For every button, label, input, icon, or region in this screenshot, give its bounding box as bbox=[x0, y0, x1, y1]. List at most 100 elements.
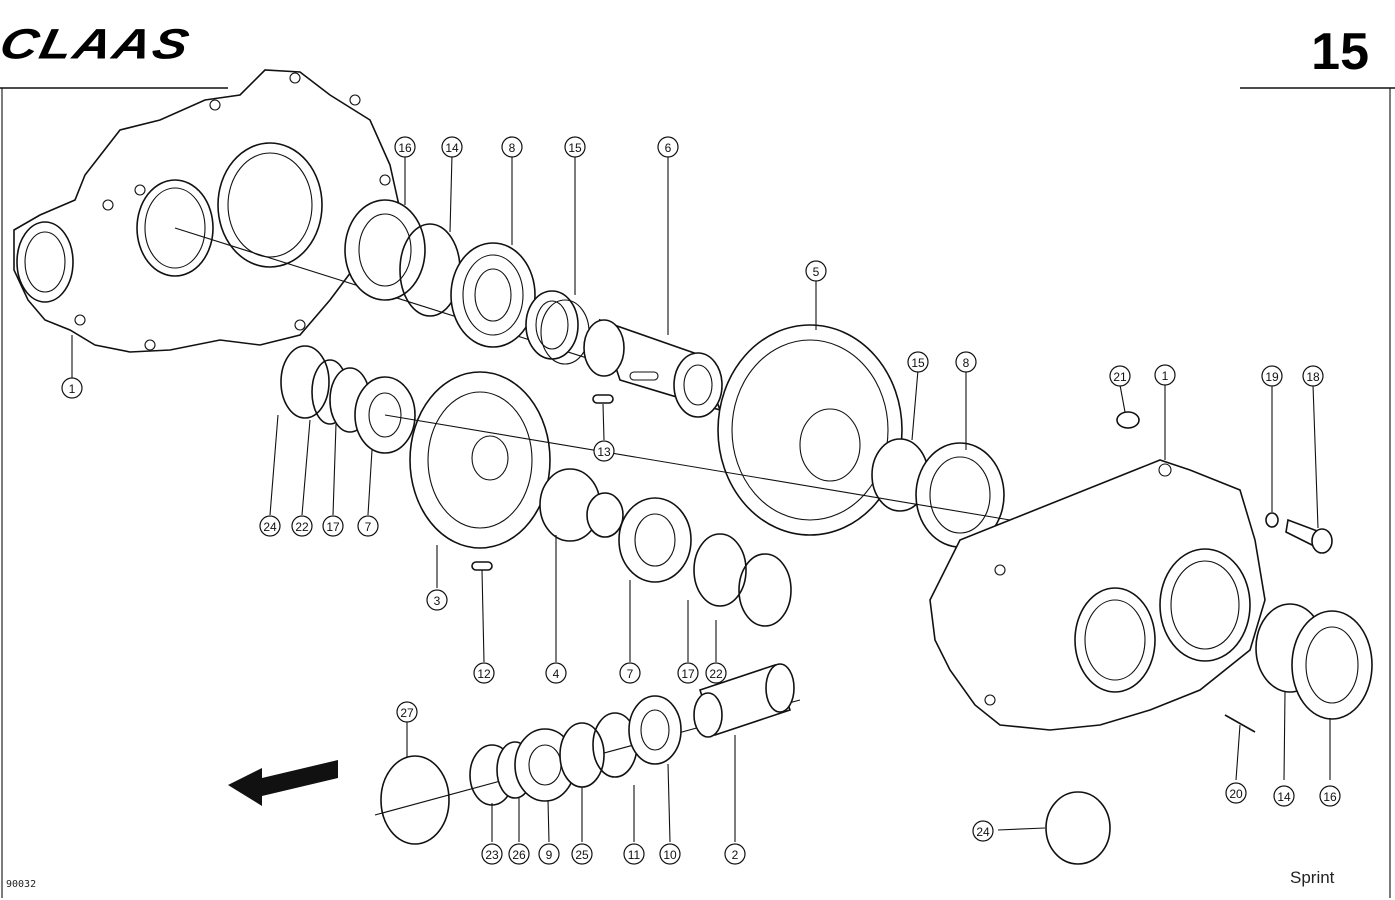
callout-bubble: 14 bbox=[441, 136, 463, 158]
part-24-cap-2 bbox=[1045, 791, 1111, 865]
callout-bubble: 2 bbox=[724, 843, 746, 865]
part-24-cap bbox=[280, 345, 330, 419]
callout-number: 8 bbox=[963, 356, 970, 370]
part-22-circlip-2 bbox=[738, 553, 792, 627]
part-21-plug bbox=[1116, 411, 1140, 429]
part-2-shaft bbox=[693, 663, 795, 738]
part-3-bevel-gear bbox=[409, 371, 551, 549]
callout-bubble: 11 bbox=[623, 843, 645, 865]
callout-bubble: 25 bbox=[571, 843, 593, 865]
callout-bubble: 14 bbox=[1273, 785, 1295, 807]
callout-number: 26 bbox=[512, 848, 526, 862]
callout-bubble: 1 bbox=[1154, 364, 1176, 386]
callout-bubble: 16 bbox=[1319, 785, 1341, 807]
callout-bubble: 24 bbox=[972, 820, 994, 842]
callout-number: 25 bbox=[575, 848, 589, 862]
axis-middle bbox=[384, 414, 1011, 521]
callout-number: 17 bbox=[681, 667, 695, 681]
callout-number: 21 bbox=[1113, 370, 1127, 384]
callout-bubble: 7 bbox=[619, 662, 641, 684]
drawing-id: 90032 bbox=[6, 879, 37, 890]
callout-bubble: 7 bbox=[357, 515, 379, 537]
callout-number: 10 bbox=[663, 848, 677, 862]
callout-number: 17 bbox=[326, 520, 340, 534]
callout-bubble: 8 bbox=[955, 351, 977, 373]
callout-number: 14 bbox=[445, 141, 459, 155]
callout-bubble: 18 bbox=[1302, 365, 1324, 387]
callout-number: 16 bbox=[398, 141, 412, 155]
callout-bubble: 12 bbox=[473, 662, 495, 684]
callout-number: 13 bbox=[597, 445, 611, 459]
part-8-bearing bbox=[450, 242, 536, 348]
callout-bubble: 3 bbox=[426, 589, 448, 611]
callout-number: 1 bbox=[69, 382, 76, 396]
callout-number: 7 bbox=[365, 520, 372, 534]
callout-number: 6 bbox=[665, 141, 672, 155]
callout-number: 8 bbox=[509, 141, 516, 155]
callout-number: 11 bbox=[628, 848, 641, 862]
callout-bubble: 22 bbox=[291, 515, 313, 537]
callout-bubble: 17 bbox=[322, 515, 344, 537]
part-18-bolt bbox=[1285, 518, 1333, 554]
callout-number: 19 bbox=[1265, 370, 1279, 384]
callout-number: 22 bbox=[709, 667, 723, 681]
callout-number: 16 bbox=[1323, 790, 1337, 804]
callout-bubble: 19 bbox=[1261, 365, 1283, 387]
callout-bubble: 15 bbox=[907, 351, 929, 373]
part-6-shaft bbox=[583, 318, 723, 418]
callout-number: 27 bbox=[400, 706, 414, 720]
callout-bubble: 4 bbox=[545, 662, 567, 684]
model-name: Sprint bbox=[1290, 868, 1335, 887]
part-13-key bbox=[592, 394, 614, 404]
callout-number: 20 bbox=[1229, 787, 1243, 801]
part-16-seal-right bbox=[1291, 610, 1373, 720]
callout-number: 15 bbox=[568, 141, 582, 155]
callout-number: 2 bbox=[732, 848, 739, 862]
callout-bubble: 27 bbox=[396, 701, 418, 723]
callout-number: 4 bbox=[553, 667, 560, 681]
callout-number: 12 bbox=[477, 667, 491, 681]
callout-bubble: 5 bbox=[805, 260, 827, 282]
callout-number: 24 bbox=[263, 520, 277, 534]
left-housing bbox=[13, 69, 401, 353]
part-16-seal bbox=[344, 199, 426, 301]
part-5-spur-gear bbox=[717, 324, 903, 536]
direction-arrow bbox=[228, 760, 338, 806]
callout-bubble: 16 bbox=[394, 136, 416, 158]
callout-bubble: 1 bbox=[61, 377, 83, 399]
callout-bubble: 24 bbox=[259, 515, 281, 537]
callout-bubble: 9 bbox=[538, 843, 560, 865]
part-4-pinion bbox=[539, 468, 624, 542]
part-8-bearing-right bbox=[915, 442, 1005, 548]
callout-number: 18 bbox=[1306, 370, 1320, 384]
callout-bubble: 15 bbox=[564, 136, 586, 158]
callout-bubble: 10 bbox=[659, 843, 681, 865]
part-10-bearing bbox=[628, 695, 682, 765]
part-19-washer bbox=[1265, 512, 1279, 528]
callout-number: 5 bbox=[813, 265, 820, 279]
callout-bubble: 6 bbox=[657, 136, 679, 158]
page-number: 15 bbox=[1311, 23, 1369, 81]
part-15-shims bbox=[525, 290, 590, 365]
part-27-ring bbox=[380, 755, 450, 845]
callout-number: 9 bbox=[546, 848, 553, 862]
callout-number: 24 bbox=[976, 825, 990, 839]
callout-bubble: 21 bbox=[1109, 365, 1131, 387]
part-7-bearing-2 bbox=[618, 497, 692, 583]
callout-bubble: 17 bbox=[677, 662, 699, 684]
callout-number: 7 bbox=[627, 667, 634, 681]
part-20-pin bbox=[1224, 714, 1256, 733]
callout-bubble: 26 bbox=[508, 843, 530, 865]
callout-number: 1 bbox=[1162, 369, 1169, 383]
callout-bubble: 20 bbox=[1225, 782, 1247, 804]
callout-bubble: 8 bbox=[501, 136, 523, 158]
callout-number: 22 bbox=[295, 520, 309, 534]
right-housing bbox=[929, 459, 1266, 731]
callout-bubble: 13 bbox=[593, 440, 615, 462]
callout-number: 23 bbox=[485, 848, 499, 862]
leader-lines bbox=[71, 154, 1331, 843]
part-17-shims-2 bbox=[693, 533, 747, 607]
